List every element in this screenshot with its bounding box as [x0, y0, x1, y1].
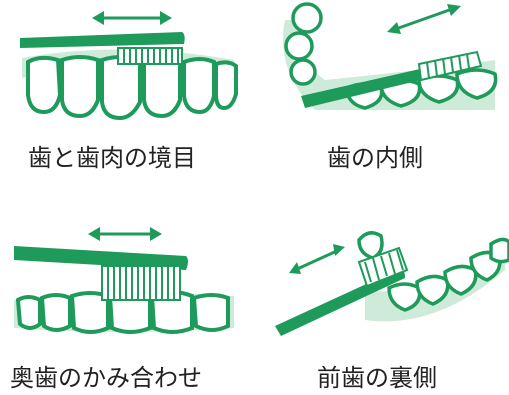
brushing-inner-side-illustration	[283, 2, 498, 110]
double-arrow-icon	[92, 11, 172, 25]
toothbrush-bristles	[117, 47, 183, 65]
toothbrush-handle	[275, 268, 405, 336]
teeth-row	[357, 231, 509, 312]
toothbrush-handle	[20, 32, 185, 48]
brushing-gumline-illustration	[20, 11, 238, 121]
panel-biting-surface: 奥歯のかみ合わせ	[0, 200, 254, 395]
caption-inner-side: 歯の内側	[327, 144, 423, 172]
toothbrush-bristles	[101, 265, 181, 301]
panel-gumline: 歯と歯肉の境目	[0, 0, 254, 180]
brushing-front-back-illustration	[275, 231, 509, 336]
toothbrush-handle	[14, 246, 188, 270]
brushing-biting-surface-illustration	[14, 227, 234, 334]
caption-gumline: 歯と歯肉の境目	[28, 144, 196, 172]
toothbrush-bristles	[417, 50, 483, 82]
double-arrow-icon	[88, 227, 162, 241]
caption-front-back: 前歯の裏側	[317, 364, 437, 392]
panel-inner-side: 歯の内側	[255, 0, 509, 180]
teeth-row	[26, 55, 238, 121]
double-arrow-icon	[387, 4, 461, 34]
toothbrush-bristles	[357, 246, 409, 288]
panel-front-back: 前歯の裏側	[255, 200, 509, 395]
caption-biting-surface: 奥歯のかみ合わせ	[10, 364, 202, 392]
double-arrow-icon	[289, 244, 345, 274]
